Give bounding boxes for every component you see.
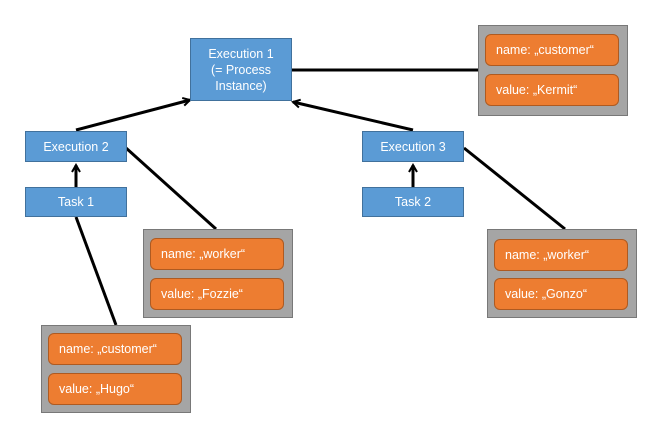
link-execution2-variables bbox=[124, 146, 218, 231]
execution-1-label: Execution 1 (= Process Instance) bbox=[208, 46, 274, 93]
execution-1-node[interactable]: Execution 1 (= Process Instance) bbox=[190, 38, 292, 101]
link-execution3-variables bbox=[463, 146, 566, 231]
arrow-execution2-to-execution1 bbox=[75, 100, 190, 132]
task-1-node[interactable]: Task 1 bbox=[25, 187, 127, 217]
execution-2-node[interactable]: Execution 2 bbox=[25, 131, 127, 162]
variable-name-field[interactable]: name: „customer“ bbox=[485, 34, 619, 66]
variable-name-field[interactable]: name: „worker“ bbox=[494, 239, 628, 271]
variable-value-field[interactable]: value: „Kermit“ bbox=[485, 74, 619, 106]
task-1-label: Task 1 bbox=[57, 195, 95, 209]
execution-3-label: Execution 3 bbox=[380, 139, 446, 154]
arrow-execution3-to-execution1 bbox=[293, 102, 414, 132]
variable-name-field[interactable]: name: „customer“ bbox=[48, 333, 182, 365]
execution-3-node[interactable]: Execution 3 bbox=[362, 131, 464, 162]
variable-value-field[interactable]: value: „Gonzo“ bbox=[494, 278, 628, 310]
execution-1-variables: name: „customer“ value: „Kermit“ bbox=[478, 25, 628, 116]
variable-value-field[interactable]: value: „Hugo“ bbox=[48, 373, 182, 405]
task-1-variables: name: „customer“ value: „Hugo“ bbox=[41, 325, 191, 413]
task-2-node[interactable]: Task 2 bbox=[362, 187, 464, 217]
execution-3-variables: name: „worker“ value: „Gonzo“ bbox=[487, 229, 637, 318]
execution-2-label: Execution 2 bbox=[43, 139, 109, 154]
variable-value-field[interactable]: value: „Fozzie“ bbox=[150, 278, 284, 310]
variable-name-field[interactable]: name: „worker“ bbox=[150, 238, 284, 270]
link-task1-variables bbox=[74, 216, 118, 326]
task-2-label: Task 2 bbox=[394, 195, 432, 209]
execution-2-variables: name: „worker“ value: „Fozzie“ bbox=[143, 229, 293, 318]
